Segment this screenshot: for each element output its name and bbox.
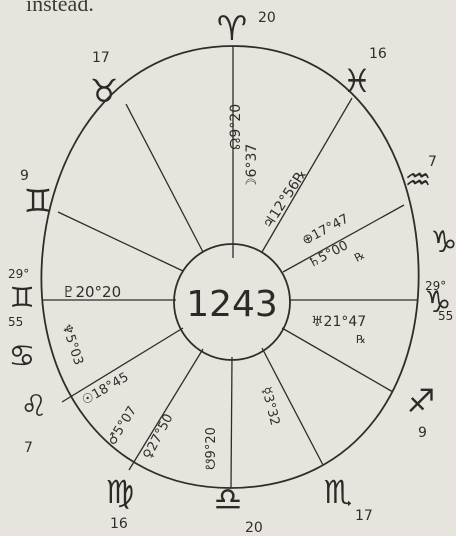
house-line: [128, 348, 204, 471]
house-line: [61, 327, 184, 403]
house-line: [57, 211, 184, 272]
leo-icon: ♌: [21, 389, 48, 424]
taurus-icon: ♉: [90, 72, 119, 110]
scorpio-icon: ♏: [324, 473, 353, 511]
capricorn-icon: ♑: [425, 285, 452, 320]
aquarius-icon: ♒: [405, 163, 432, 198]
cusp-degree-aquarius: 7: [428, 154, 437, 170]
aries-icon: ♈: [217, 9, 247, 49]
cusp-degree-gemini-upper: 9: [20, 168, 29, 184]
placement-venus: ♀27°50: [140, 411, 176, 461]
placement-south-node: ☋9°20: [204, 427, 219, 470]
cusp-degree-scorpio: 17: [355, 508, 373, 524]
chart-outer-boundary: [40, 45, 420, 489]
cancer-icon: ♋: [9, 339, 36, 374]
house-lines: [42, 46, 418, 489]
placement-moon: ☽6°37: [244, 144, 260, 190]
virgo-icon: ♍: [106, 473, 135, 511]
libra-icon: ♎: [214, 480, 243, 518]
gemini-upper-icon: ♊: [24, 182, 53, 220]
placement-saturn-retro: ℞: [352, 249, 367, 265]
sign-glyphs: ♈ ♓ ♒ ♑ ♑ ♐ ♏ ♎ ♍ ♌ ♋ ♊ ♊ ♉: [9, 9, 456, 518]
center-label: 1243: [186, 284, 278, 325]
house-line: [261, 97, 353, 253]
placement-mercury: ☿3°32: [258, 385, 282, 427]
placement-uranus: ♅21°47: [311, 314, 366, 330]
house-line: [261, 347, 324, 466]
cusp-degree-capricorn: 29°: [425, 279, 446, 293]
placement-neptune: ♆5°03: [58, 322, 86, 368]
cusp-degree-virgo: 16: [110, 516, 128, 532]
page-text-fragment: instead.: [26, 0, 94, 16]
cusp-degree-pisces: 16: [369, 46, 387, 62]
cusp-degree-taurus: 17: [92, 50, 110, 66]
cusp-degree-sagittarius: 9: [418, 425, 427, 441]
house-line: [281, 327, 394, 393]
placement-mars: ♂5°07: [105, 404, 140, 448]
cusp-degree-aries: 20: [258, 10, 276, 26]
cusp-degrees: 20 16 7 29° 55 9 17 20 16 7 29° 55 9 17: [8, 10, 453, 536]
house-line: [125, 103, 204, 253]
cusp-degree-leo: 7: [24, 440, 33, 456]
cusp-minute-capricorn: 55: [438, 309, 453, 323]
cusp-minute-gemini: 55: [8, 315, 23, 329]
cusp-degree-libra: 20: [245, 520, 263, 536]
gemini-icon: ♊: [9, 281, 34, 314]
sagittarius-icon: ♐: [407, 382, 436, 420]
placement-uranus-retro: ℞: [356, 333, 366, 346]
house-line: [230, 356, 233, 489]
placement-pluto: ♇20°20: [62, 283, 121, 301]
placement-node: ☊9°20: [228, 104, 244, 150]
pisces-icon: ♓: [343, 62, 372, 100]
house-line: [282, 204, 405, 273]
center-circle: [173, 243, 291, 361]
capricorn-upper-icon: ♑: [431, 225, 456, 260]
cusp-degree-gemini: 29°: [8, 267, 29, 281]
placement-jupiter: ♃12°56℞: [260, 167, 310, 233]
